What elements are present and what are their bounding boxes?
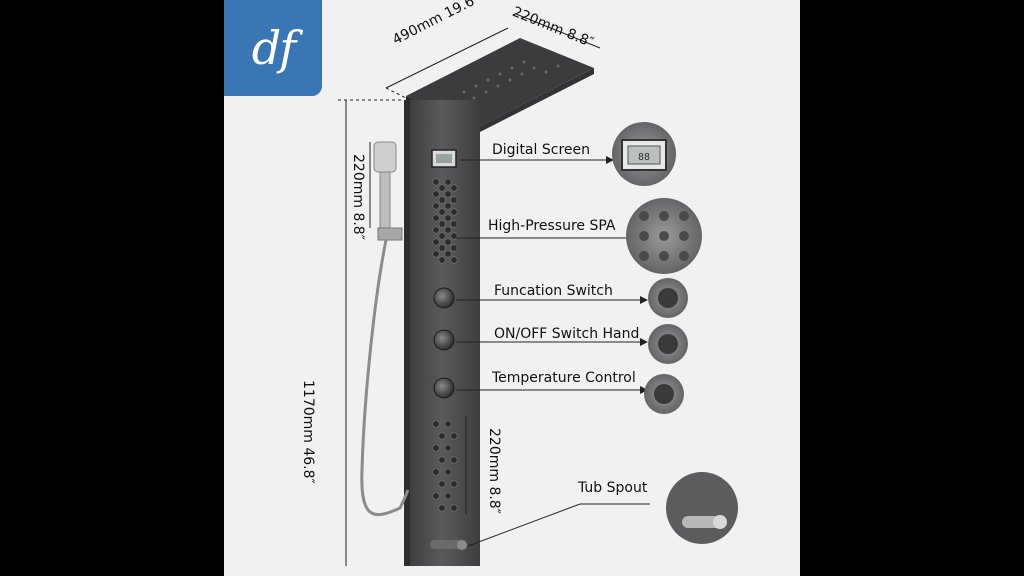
function-switch-label: Funcation Switch <box>494 283 613 299</box>
function-switch-knob <box>433 287 455 309</box>
height-dimension-label: 1170mm 46.8″ <box>300 380 316 484</box>
handheld-shower-head <box>373 141 397 173</box>
callout-leaders <box>456 159 650 547</box>
letterbox-left <box>0 0 224 576</box>
tub-spout-detail <box>666 472 738 544</box>
spa-jets-label: High-Pressure SPA <box>488 218 616 234</box>
on-off-switch-label: ON/OFF Switch Hand <box>494 326 640 342</box>
upper-spa-jets <box>432 178 458 264</box>
lower-spa-jets <box>432 420 458 512</box>
on-off-switch-knob <box>433 329 455 351</box>
handheld-dimension-label: 220mm 8.8″ <box>350 154 366 240</box>
panel-tub-spout <box>430 540 464 549</box>
lower-jets-dimension-label: 220mm 8.8″ <box>486 428 502 514</box>
shower-hose <box>360 239 410 517</box>
tub-spout-label: Tub Spout <box>578 480 648 496</box>
shower-panel-illustration: 88 <box>338 13 738 566</box>
brand-logo: df <box>224 0 322 96</box>
digital-screen-label: Digital Screen <box>492 142 590 158</box>
temperature-control-knob <box>433 377 455 399</box>
product-image: df <box>224 0 800 576</box>
svg-text:88: 88 <box>638 152 650 163</box>
letterbox-right <box>800 0 1024 576</box>
temperature-control-label: Temperature Control <box>492 370 636 386</box>
